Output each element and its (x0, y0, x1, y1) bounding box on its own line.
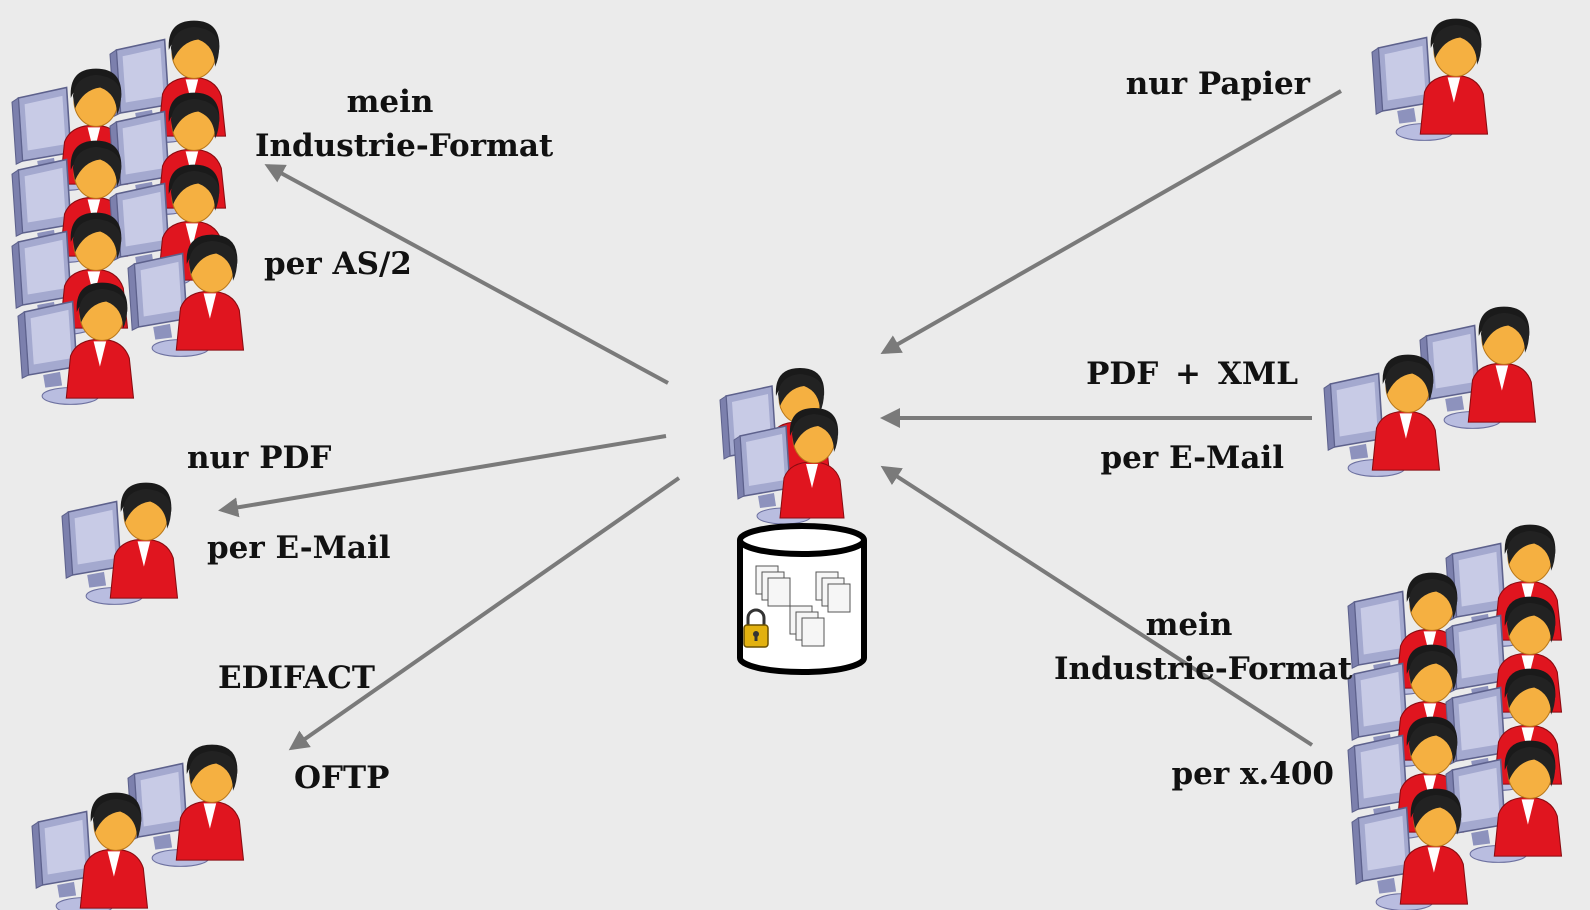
arrow-to-top-left (264, 164, 669, 385)
top-left-protocol-label: per AS/2 (264, 246, 412, 282)
bottom-right-format-line2: Industrie-Format (1054, 651, 1353, 687)
mid-right-format-label: PDF + XML (1086, 356, 1298, 392)
bottom-right-format-line1: mein (1145, 607, 1233, 643)
top-left-format-line1: mein (346, 84, 434, 120)
documents-icon (755, 565, 851, 647)
bottom-left-user-group (31, 743, 245, 910)
arrow-to-bottom-left (288, 476, 681, 751)
bottom-left-format-label: EDIFACT (218, 660, 375, 696)
bottom-right-protocol-label: per x.400 (1171, 756, 1334, 792)
user-at-computer-icon (1419, 305, 1537, 430)
mid-right-user-group (1323, 305, 1537, 478)
mid-left-user-icon (61, 481, 179, 606)
arrow-from-top-right (880, 89, 1342, 354)
top-left-user-group (11, 19, 245, 406)
top-right-format-label: nur Papier (1125, 66, 1310, 102)
top-left-format-label: mein Industrie-Format (255, 80, 554, 168)
user-at-computer-icon (1323, 353, 1441, 478)
top-left-format-line2: Industrie-Format (255, 128, 554, 164)
bottom-left-protocol-label: OFTP (294, 760, 390, 796)
top-right-user-icon (1371, 17, 1489, 142)
mid-right-protocol-label: per E-Mail (1100, 440, 1284, 476)
center-user-group (719, 367, 845, 525)
arrow-from-bottom-right (880, 465, 1314, 747)
user-at-computer-icon (31, 791, 149, 910)
bottom-right-user-group (1347, 523, 1563, 910)
arrow-to-mid-left (218, 434, 667, 518)
bottom-right-format-label: mein Industrie-Format (1054, 603, 1353, 691)
padlock-icon (743, 608, 769, 648)
mid-left-protocol-label: per E-Mail (207, 530, 391, 566)
mid-left-format-label: nur PDF (187, 440, 332, 476)
user-at-computer-icon (127, 743, 245, 868)
database-cylinder-icon (737, 523, 867, 675)
